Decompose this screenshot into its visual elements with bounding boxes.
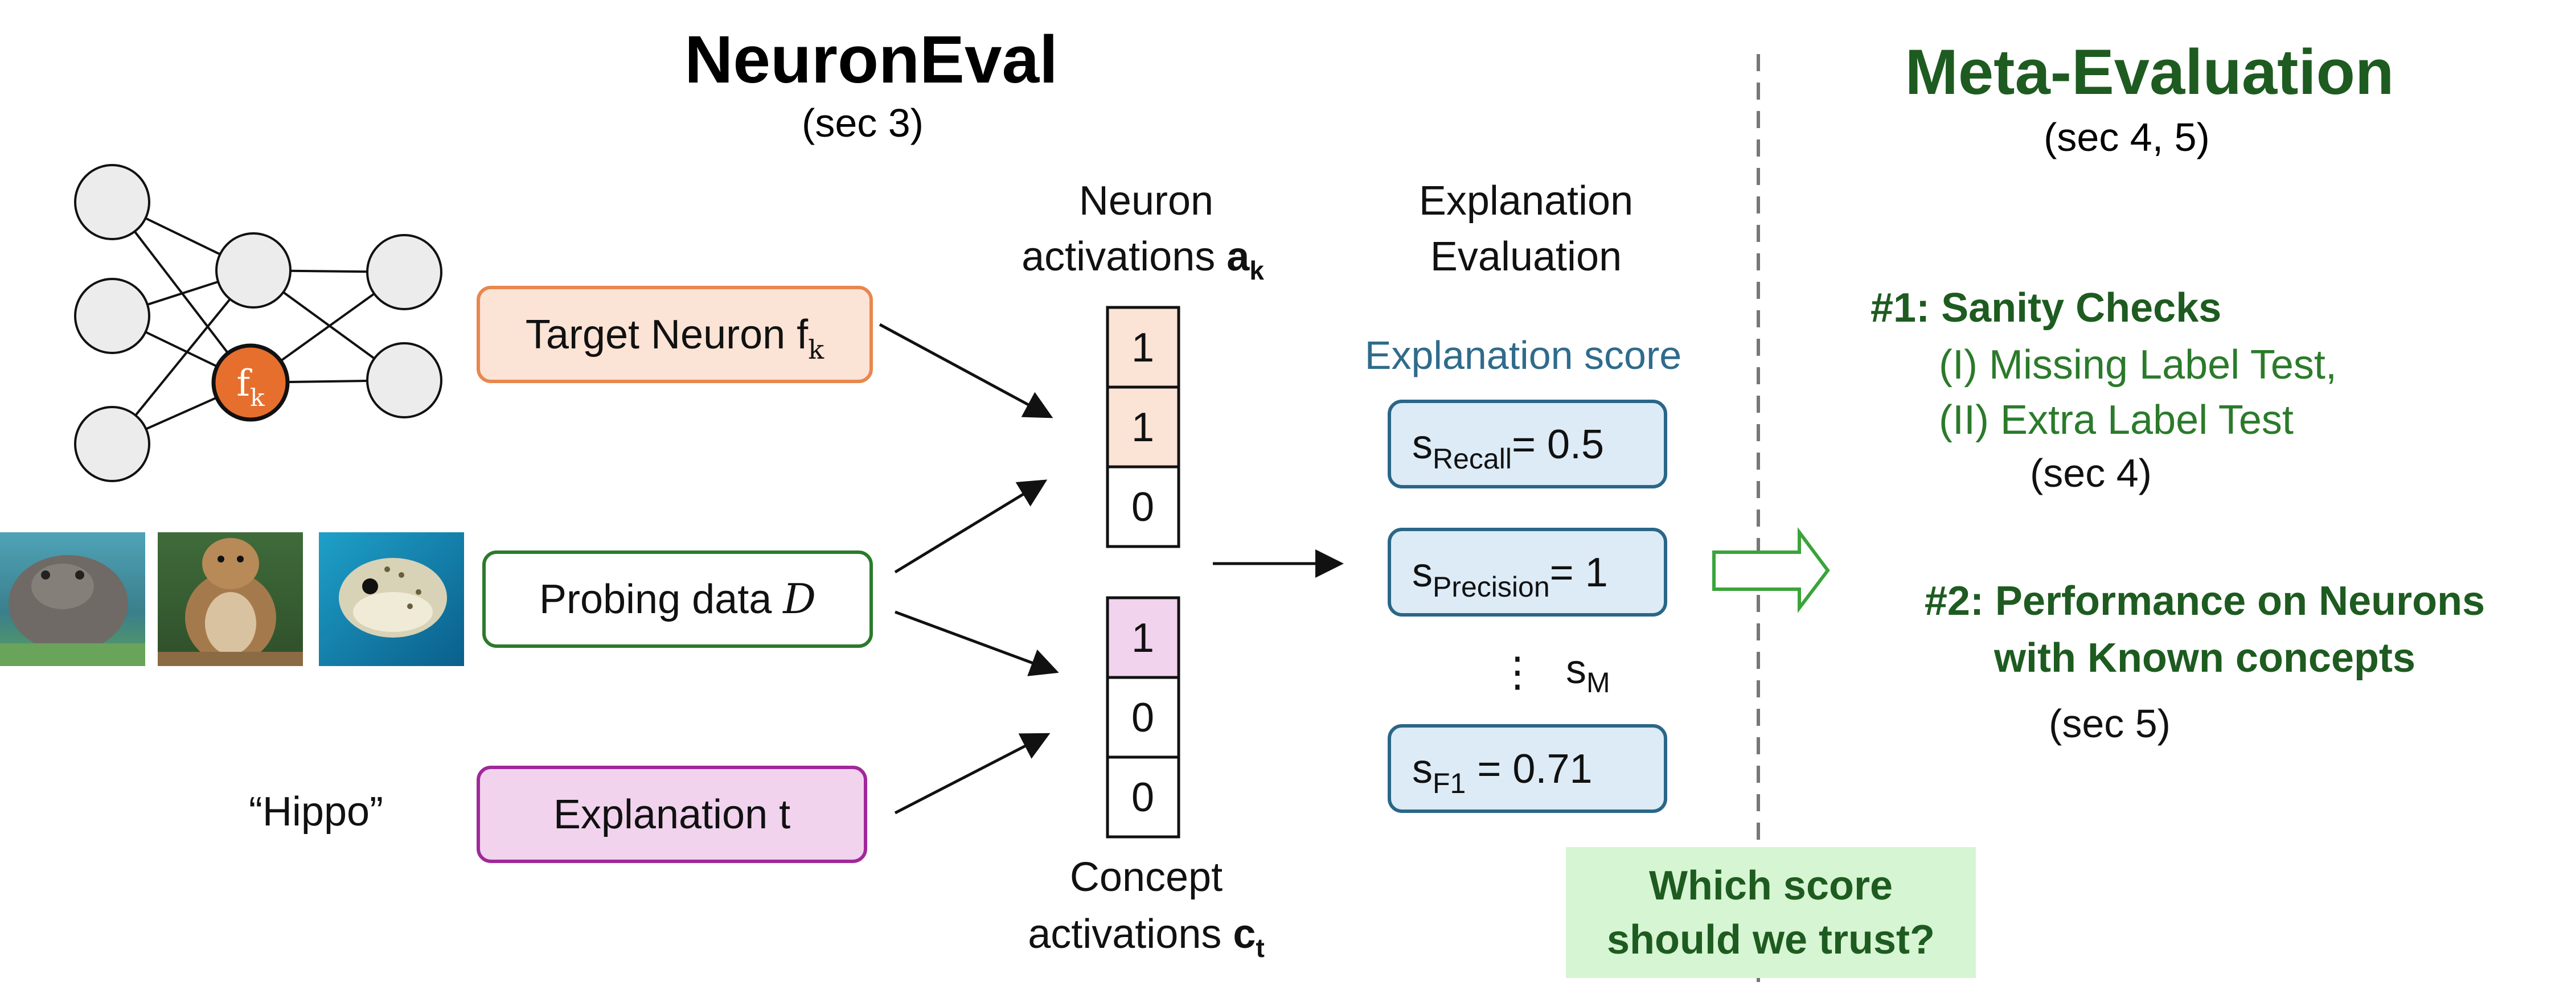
neuroneval-sec: (sec 3)	[802, 101, 924, 145]
target-neuron-box: Target Neuron fk	[477, 286, 873, 383]
output-neuron-2	[366, 342, 442, 418]
score-f1-box: sF1 = 0.71	[1388, 724, 1667, 813]
meta-evaluation-sec: (sec 4, 5)	[2044, 115, 2210, 159]
input-neuron-2	[74, 278, 150, 354]
neuron-activations-label-1: Neuron	[1079, 178, 1213, 224]
probe-image-gopher	[158, 532, 303, 666]
evaluation-header-1: Explanation	[1419, 178, 1633, 224]
sanity-checks-title: #1: Sanity Checks	[1871, 285, 2221, 331]
question-box: Which score should we trust?	[1566, 847, 1976, 978]
known-concepts-title-1: #2: Performance on Neurons	[1925, 578, 2485, 624]
probing-data-text: Probing data	[539, 577, 783, 622]
neuron-activation-vector	[1106, 306, 1180, 548]
target-neuron-text: Target Neuron f	[526, 312, 809, 358]
flow-arrows	[879, 323, 1344, 815]
meta-evaluation-arrow	[1712, 527, 1830, 613]
probe-image-pufferfish	[319, 532, 464, 666]
known-concepts-sec: (sec 5)	[2049, 701, 2171, 746]
input-neuron-3	[74, 406, 150, 482]
meta-evaluation-title: Meta-Evaluation	[1905, 36, 2394, 108]
neuroneval-title: NeuronEval	[684, 22, 1058, 97]
neuron-activation-value-1: 1	[1131, 325, 1154, 371]
concept-activation-value-1: 1	[1131, 615, 1154, 661]
evaluation-header-2: Evaluation	[1430, 234, 1622, 280]
svg-text:sRecall= 0.5: sRecall= 0.5	[1412, 422, 1604, 475]
sanity-checks-sec: (sec 4)	[2030, 451, 2152, 495]
missing-label-test: (I) Missing Label Test,	[1939, 342, 2337, 388]
neural-network	[74, 164, 442, 482]
target-neuron-label: fk	[236, 363, 265, 412]
probe-image-hippo	[0, 532, 145, 666]
concept-activations-label-1: Concept	[1070, 854, 1223, 900]
hidden-neuron-1	[215, 232, 292, 309]
score-precision-box: sPrecision= 1	[1388, 528, 1667, 617]
neuron-activation-value-2: 1	[1131, 405, 1154, 450]
svg-text:Probing data D: Probing data D	[539, 575, 816, 623]
svg-text:sF1 = 0.71: sF1 = 0.71	[1412, 746, 1593, 799]
concept-activations-label-2: activations ct	[1028, 911, 1265, 963]
known-concepts-title-2: with Known concepts	[1993, 635, 2415, 681]
concept-activation-value-3: 0	[1131, 775, 1154, 820]
svg-text:sPrecision= 1: sPrecision= 1	[1412, 550, 1608, 603]
score-recall-box: sRecall= 0.5	[1388, 400, 1667, 488]
explanation-box: Explanation t	[477, 766, 867, 863]
hippo-label: “Hippo”	[249, 789, 383, 835]
score-m-label: sM	[1566, 647, 1610, 699]
probing-data-box: Probing data D	[482, 550, 873, 648]
question-line-2: should we trust?	[1607, 917, 1935, 963]
neuron-activation-value-3: 0	[1131, 484, 1154, 530]
score-ellipsis: ⋮	[1497, 648, 1538, 696]
target-neuron-fk	[211, 343, 290, 422]
neuron-activations-label-2: activations ak	[1022, 234, 1264, 285]
svg-text:Target Neuron fk: Target Neuron fk	[526, 312, 825, 365]
concept-activation-value-2: 0	[1131, 695, 1154, 741]
input-neuron-1	[74, 164, 150, 240]
question-line-1: Which score	[1649, 863, 1893, 909]
extra-label-test: (II) Extra Label Test	[1939, 397, 2294, 443]
output-neuron-1	[366, 234, 442, 310]
explanation-score-label: Explanation score	[1365, 333, 1681, 377]
concept-activation-vector	[1106, 596, 1180, 839]
explanation-text: Explanation t	[553, 792, 790, 837]
